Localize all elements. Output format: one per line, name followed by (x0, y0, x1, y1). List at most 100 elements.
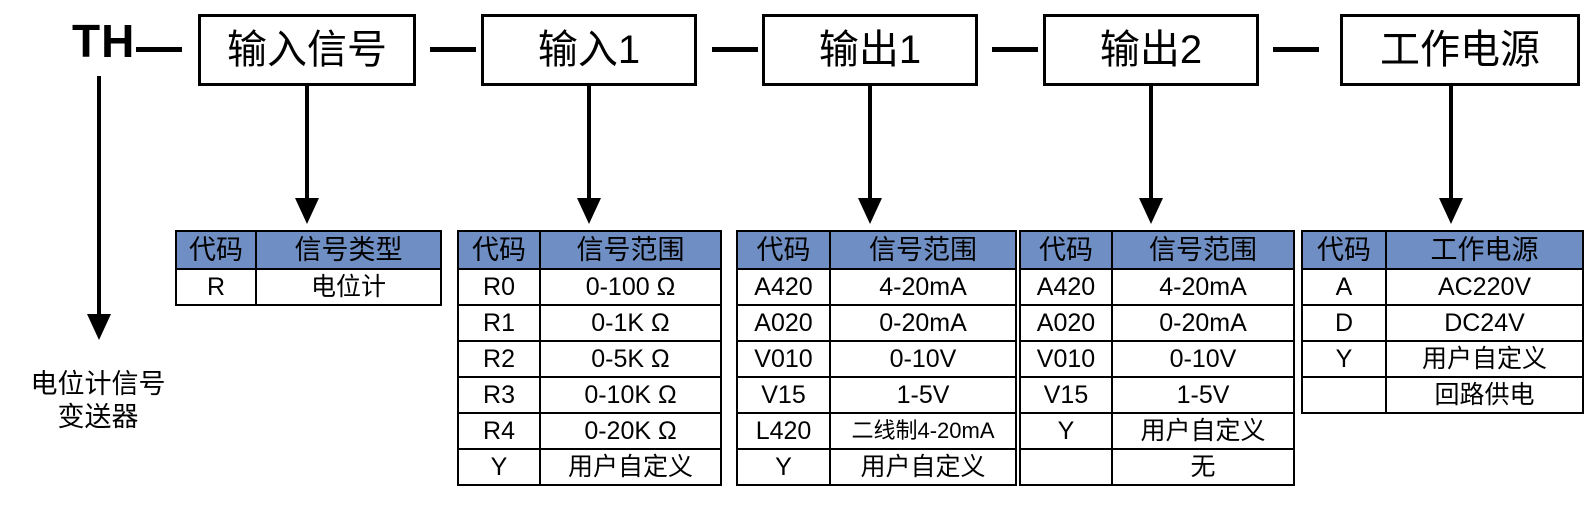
table-header-row: 代码 信号范围 (1019, 230, 1295, 270)
cell-code: A420 (1019, 268, 1113, 306)
product-caption-line-2: 变送器 (57, 401, 139, 432)
cell-code: R1 (457, 304, 541, 342)
column-header-value: 信号范围 (829, 230, 1017, 270)
cell-value: 0-20mA (1111, 304, 1295, 342)
table-row: R 电位计 (175, 268, 442, 306)
cell-code (1301, 376, 1387, 414)
table-header-row: 代码 工作电源 (1301, 230, 1584, 270)
model-prefix-label: TH (72, 15, 136, 67)
column-header-code: 代码 (1301, 230, 1387, 270)
arrow-head-table-3-icon (858, 198, 882, 224)
cell-code: A (1301, 268, 1387, 306)
table-row: R4 0-20K Ω (457, 412, 722, 450)
table-row: A AC220V (1301, 268, 1584, 306)
arrow-head-table-5-icon (1439, 198, 1463, 224)
separator-dash-3 (992, 47, 1038, 52)
cell-code: Y (457, 448, 541, 486)
table-header-row: 代码 信号范围 (736, 230, 1017, 270)
table-input-range: 代码 信号范围 R0 0-100 Ω R1 0-1K Ω R2 0-5K Ω R… (457, 230, 722, 486)
cell-code: R2 (457, 340, 541, 378)
cell-value: 无 (1111, 448, 1295, 486)
cell-code: R4 (457, 412, 541, 450)
cell-code: R0 (457, 268, 541, 306)
table-row: V010 0-10V (736, 340, 1017, 378)
arrow-head-table-2-icon (577, 198, 601, 224)
cell-value: 回路供电 (1385, 376, 1584, 414)
connector-line-prefix (97, 76, 101, 316)
product-caption: 电位计信号 变送器 (8, 368, 188, 434)
segment-box-label: 工作电源 (1380, 28, 1540, 72)
separator-dash-2 (712, 47, 758, 52)
cell-code: R (175, 268, 257, 306)
column-header-code: 代码 (1019, 230, 1113, 270)
cell-code: V15 (736, 376, 831, 414)
segment-box-label: 输出2 (1099, 28, 1203, 72)
segment-box-output-2: 输出2 (1043, 14, 1259, 86)
table-power-supply: 代码 工作电源 A AC220V D DC24V Y 用户自定义 回路供电 (1301, 230, 1584, 414)
cell-value: 用户自定义 (1385, 340, 1584, 378)
cell-value: 0-5K Ω (539, 340, 722, 378)
cell-value: 1-5V (829, 376, 1017, 414)
cell-value: 4-20mA (829, 268, 1017, 306)
table-row: Y 用户自定义 (1019, 412, 1295, 450)
column-header-code: 代码 (736, 230, 831, 270)
table-row: A420 4-20mA (1019, 268, 1295, 306)
cell-value: 用户自定义 (539, 448, 722, 486)
cell-code: V010 (736, 340, 831, 378)
segment-box-input-signal: 输入信号 (198, 14, 416, 86)
segment-box-input-1: 输入1 (481, 14, 697, 86)
connector-line-table-1 (305, 86, 309, 200)
arrow-head-table-1-icon (295, 198, 319, 224)
cell-value: 用户自定义 (1111, 412, 1295, 450)
connector-line-table-5 (1449, 86, 1453, 200)
table-row: V15 1-5V (1019, 376, 1295, 414)
cell-code: A020 (1019, 304, 1113, 342)
column-header-value: 信号范围 (539, 230, 722, 270)
segment-box-label: 输入1 (537, 28, 641, 72)
cell-code: A420 (736, 268, 831, 306)
cell-code: V15 (1019, 376, 1113, 414)
table-row: V15 1-5V (736, 376, 1017, 414)
table-header-row: 代码 信号范围 (457, 230, 722, 270)
cell-value: 4-20mA (1111, 268, 1295, 306)
table-row: R3 0-10K Ω (457, 376, 722, 414)
cell-code: D (1301, 304, 1387, 342)
separator-dash-4 (1273, 47, 1319, 52)
cell-value: 0-10V (829, 340, 1017, 378)
connector-line-table-2 (587, 86, 591, 200)
column-header-value: 工作电源 (1385, 230, 1584, 270)
cell-value: 1-5V (1111, 376, 1295, 414)
table-row: A420 4-20mA (736, 268, 1017, 306)
cell-value: 0-20K Ω (539, 412, 722, 450)
table-row: 回路供电 (1301, 376, 1584, 414)
table-row: R1 0-1K Ω (457, 304, 722, 342)
table-row: Y 用户自定义 (457, 448, 722, 486)
cell-value: 0-10V (1111, 340, 1295, 378)
cell-value: 0-20mA (829, 304, 1017, 342)
cell-code: A020 (736, 304, 831, 342)
table-row: R2 0-5K Ω (457, 340, 722, 378)
cell-code: L420 (736, 412, 831, 450)
cell-value: 用户自定义 (829, 448, 1017, 486)
product-caption-line-1: 电位计信号 (30, 369, 166, 399)
table-output2-range: 代码 信号范围 A420 4-20mA A020 0-20mA V010 0-1… (1019, 230, 1295, 486)
cell-code: V010 (1019, 340, 1113, 378)
cell-code: Y (1019, 412, 1113, 450)
segment-box-power-supply: 工作电源 (1340, 14, 1580, 86)
arrow-head-prefix-icon (87, 314, 111, 340)
cell-value: 二线制4-20mA (829, 412, 1017, 450)
table-row: A020 0-20mA (1019, 304, 1295, 342)
segment-box-label: 输入信号 (227, 28, 387, 72)
table-row: Y 用户自定义 (1301, 340, 1584, 378)
separator-dash-0 (136, 47, 182, 52)
cell-code: Y (1301, 340, 1387, 378)
column-header-value: 信号范围 (1111, 230, 1295, 270)
table-row: 无 (1019, 448, 1295, 486)
cell-code (1019, 448, 1113, 486)
column-header-value: 信号类型 (255, 230, 442, 270)
column-header-code: 代码 (175, 230, 257, 270)
table-row: L420 二线制4-20mA (736, 412, 1017, 450)
table-row: D DC24V (1301, 304, 1584, 342)
cell-value: 0-1K Ω (539, 304, 722, 342)
